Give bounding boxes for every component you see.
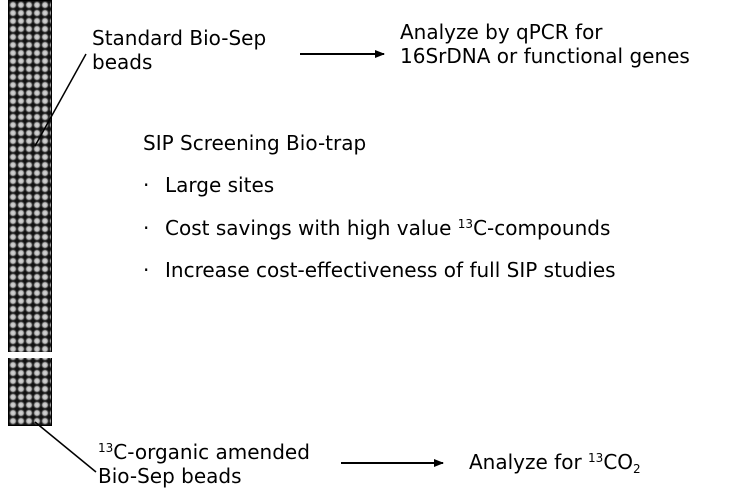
bullet-cost-effectiveness: · Increase cost-effectiveness of full SIP… — [143, 258, 616, 282]
bullet-text-post: C-compounds — [473, 216, 611, 240]
bullet-text: Increase cost-effectiveness of full SIP … — [165, 258, 616, 282]
co2-analysis-pre: Analyze for — [469, 450, 589, 474]
standard-beads-label-line1: Standard Bio-Sep — [92, 26, 267, 50]
bottom-leader-line — [34, 421, 97, 473]
amended-beads-line1-text: C-organic amended — [113, 440, 310, 464]
column-divider — [8, 352, 52, 358]
top-leader-line — [34, 53, 87, 147]
bullet-dot: · — [143, 216, 150, 240]
amended-beads-line1: 13C-organic amended — [98, 440, 310, 464]
co2-analysis-mid: CO — [603, 450, 634, 474]
bullet-cost-savings: · Cost savings with high value 13C-compou… — [143, 216, 610, 240]
qpcr-analysis-line1: Analyze by qPCR for — [400, 20, 603, 44]
qpcr-analysis-label: Analyze by qPCR for 16SrDNA or functiona… — [400, 20, 690, 68]
standard-beads-label: Standard Bio-Sep beads — [92, 26, 266, 74]
bullet-text: Large sites — [165, 173, 275, 197]
standard-beads-label-line2: beads — [92, 50, 153, 74]
amended-beads-label: 13C-organic amended Bio-Sep beads — [98, 440, 310, 488]
bullet-text-pre: Cost savings with high value — [165, 216, 458, 240]
bullet-dot: · — [143, 258, 150, 282]
co2-analysis-label: Analyze for 13CO2 — [469, 450, 641, 476]
bullet-large-sites: · Large sites — [143, 173, 274, 197]
amended-beads-line2: Bio-Sep beads — [98, 464, 242, 488]
co2-subscript: 2 — [633, 462, 641, 476]
bullet-dot: · — [143, 173, 150, 197]
isotope-superscript: 13 — [457, 217, 474, 231]
isotope-superscript: 13 — [588, 451, 604, 465]
center-heading: SIP Screening Bio-trap — [143, 131, 367, 155]
qpcr-analysis-line2: 16SrDNA or functional genes — [400, 44, 690, 68]
isotope-superscript: 13 — [98, 441, 114, 455]
